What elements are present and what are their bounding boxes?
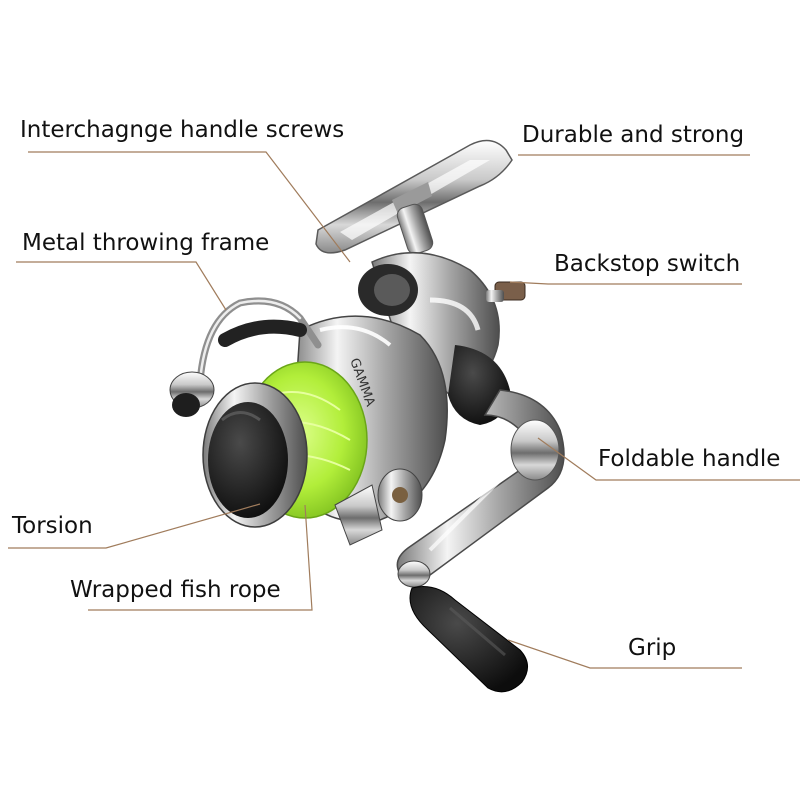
bail-arm bbox=[169, 297, 322, 417]
label-handle-screws: Interchagnge handle screws bbox=[20, 117, 344, 143]
label-backstop: Backstop switch bbox=[554, 251, 740, 277]
label-foldable-handle: Foldable handle bbox=[598, 446, 780, 472]
t-handle bbox=[315, 139, 513, 255]
label-durable: Durable and strong bbox=[522, 122, 744, 148]
callout-labels: Interchagnge handle screws Durable and s… bbox=[11, 117, 780, 661]
leader-foldable-handle bbox=[537, 437, 800, 481]
label-grip: Grip bbox=[628, 635, 676, 661]
label-torsion: Torsion bbox=[11, 513, 93, 539]
label-fish-rope: Wrapped fish rope bbox=[70, 577, 281, 603]
leader-backstop bbox=[509, 281, 742, 285]
line-roller bbox=[334, 468, 423, 546]
leader-throwing-frame bbox=[16, 261, 227, 311]
drag-knob bbox=[202, 382, 308, 528]
backstop-switch bbox=[486, 281, 526, 302]
label-throwing-frame: Metal throwing frame bbox=[22, 230, 269, 256]
leader-torsion bbox=[8, 503, 261, 549]
handle-arm bbox=[396, 389, 565, 588]
grip-knob bbox=[409, 586, 528, 693]
leader-handle-screws bbox=[28, 151, 351, 263]
leader-lines bbox=[8, 151, 800, 669]
leader-fish-rope bbox=[88, 504, 313, 611]
leader-grip bbox=[507, 639, 742, 669]
